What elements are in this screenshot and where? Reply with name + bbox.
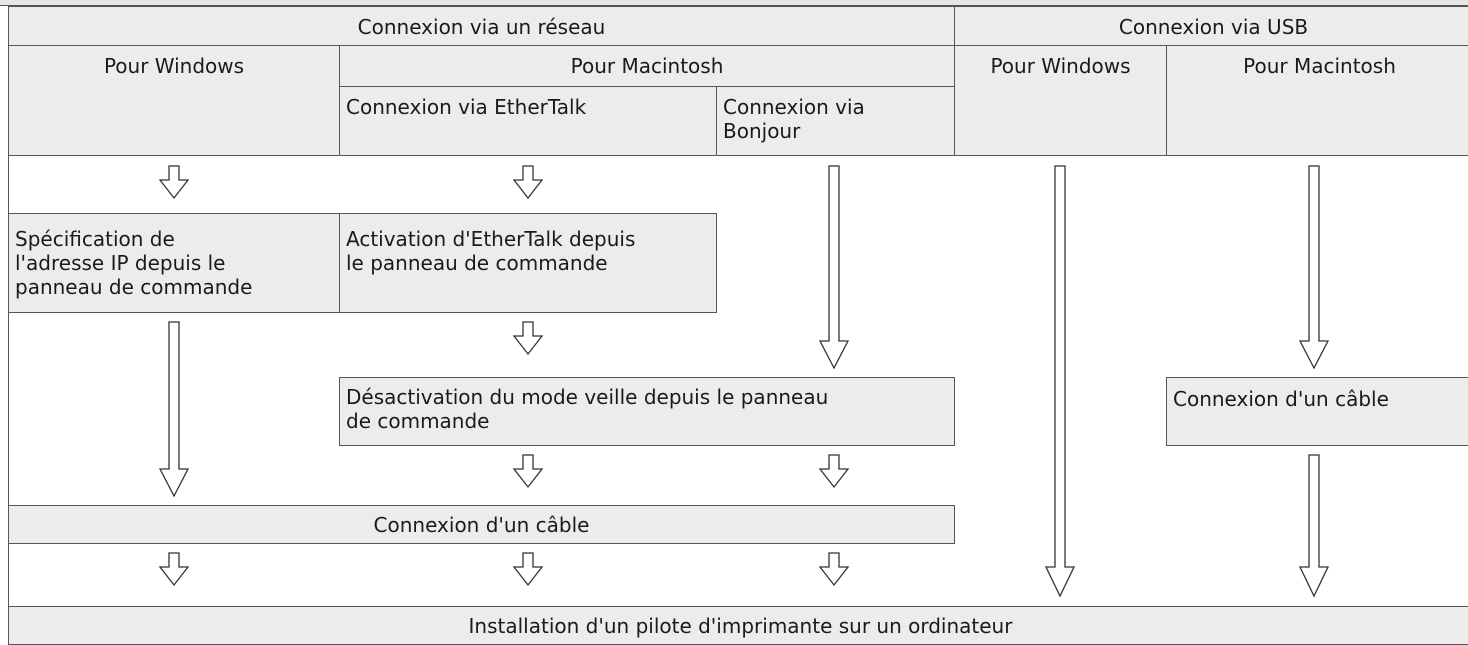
step-network-cable-label: Connexion d'un câble [373, 513, 590, 537]
step-ip-line2: l'adresse IP depuis le [15, 251, 226, 275]
step-ip-line3: panneau de commande [15, 275, 253, 299]
arrow-down-icon [513, 454, 543, 488]
step-ip-address: Spécification de l'adresse IP depuis le … [8, 213, 340, 313]
arrow-down-icon [818, 165, 850, 370]
header-usb-windows-label: Pour Windows [990, 54, 1131, 78]
header-ethertalk-label: Connexion via EtherTalk [346, 95, 587, 119]
step-ethertalk-line2: le panneau de commande [346, 251, 608, 275]
step-sleep-mode: Désactivation du mode veille depuis le p… [339, 377, 955, 446]
step-install-driver: Installation d'un pilote d'imprimante su… [8, 606, 1468, 645]
arrow-down-icon [513, 321, 543, 355]
step-sleep-line1: Désactivation du mode veille depuis le p… [346, 385, 829, 409]
header-usb-connection: Connexion via USB [954, 6, 1468, 46]
arrow-down-icon [159, 165, 189, 199]
arrow-down-icon [513, 552, 543, 586]
step-install-label: Installation d'un pilote d'imprimante su… [468, 614, 1013, 638]
header-net-windows: Pour Windows [8, 45, 340, 156]
header-usb-mac-label: Pour Macintosh [1243, 54, 1396, 78]
arrow-down-icon [1298, 454, 1330, 598]
arrow-down-icon [513, 165, 543, 199]
arrow-down-icon [819, 552, 849, 586]
header-network-label: Connexion via un réseau [357, 15, 606, 39]
top-border [0, 0, 1468, 6]
step-network-cable: Connexion d'un câble [8, 505, 955, 544]
step-usb-cable-label: Connexion d'un câble [1173, 387, 1389, 411]
header-usb-windows: Pour Windows [954, 45, 1167, 156]
header-usb-mac: Pour Macintosh [1166, 45, 1468, 156]
arrow-down-icon [819, 454, 849, 488]
step-sleep-line2: de commande [346, 409, 490, 433]
header-usb-label: Connexion via USB [1118, 15, 1309, 39]
step-ethertalk-line1: Activation d'EtherTalk depuis [346, 227, 636, 251]
step-ethertalk: Activation d'EtherTalk depuis le panneau… [339, 213, 717, 313]
header-bonjour-line2: Bonjour [723, 119, 801, 143]
header-ethertalk: Connexion via EtherTalk [339, 86, 717, 156]
arrow-down-icon [1298, 165, 1330, 370]
header-network-connection: Connexion via un réseau [8, 6, 955, 46]
step-ip-line1: Spécification de [15, 227, 175, 251]
header-bonjour-line1: Connexion via [723, 95, 865, 119]
arrow-down-icon [159, 552, 189, 586]
arrow-down-icon [1044, 165, 1076, 598]
header-bonjour: Connexion via Bonjour [716, 86, 955, 156]
arrow-down-icon [158, 321, 190, 498]
header-net-windows-label: Pour Windows [103, 54, 245, 78]
header-net-mac-label: Pour Macintosh [570, 54, 724, 78]
step-usb-cable: Connexion d'un câble [1166, 377, 1468, 446]
